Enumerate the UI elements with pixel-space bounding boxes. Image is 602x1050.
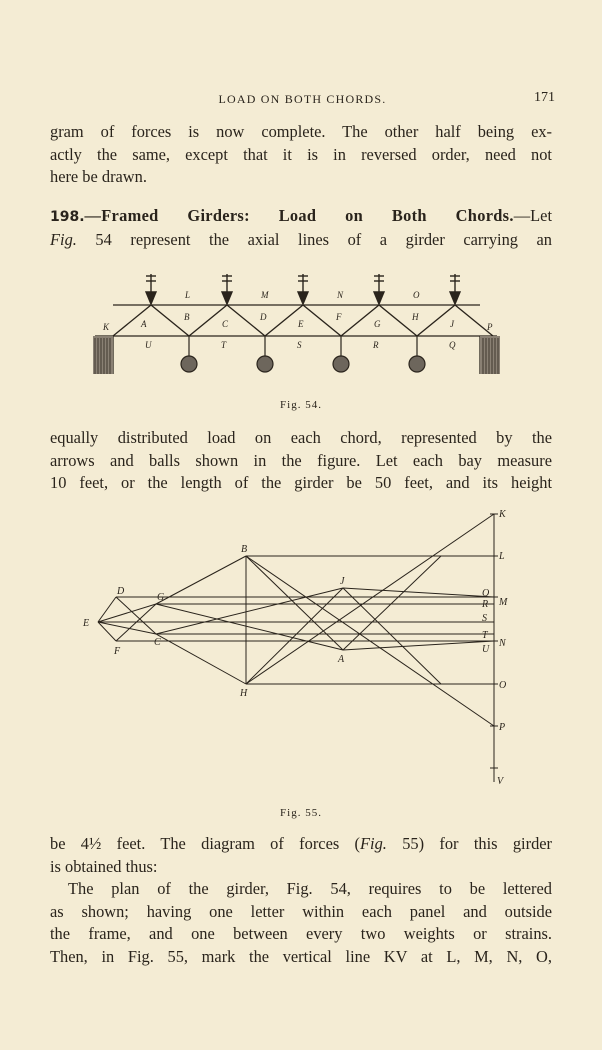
fig55-label: D [116,586,125,597]
paragraph-procedure: be 4½ feet. The diagram of forces (Fig. … [50,833,552,968]
text-span: be 4½ feet. The diagram of forces ( [50,834,361,853]
text-line: as shown; having one letter within each … [50,901,552,921]
fig55-force-diagram: K L Q M R S T N U O P V B D G E F C H J … [82,509,508,787]
fig55-label: F [113,646,121,657]
fig55-label: B [241,544,247,555]
fig54-label: Q [449,340,456,350]
load-ball [180,336,198,373]
fig55-label: V [497,776,505,787]
fig54-label: S [297,340,302,350]
fig54-label: U [145,340,152,350]
section-heading-line: 198.—Framed Girders: Load on Both Chords… [50,205,552,229]
text-line: Then, in Fig. 55, mark the vertical line… [50,946,552,966]
fig55-label: N [498,638,507,649]
fig54-caption: Fig. 54. [280,399,322,411]
fig55-label: P [498,722,505,733]
fig54-girder-diagram: L M N O K A B C D E F G H J P U T S R Q [93,274,500,374]
section-198-intro: 198.—Framed Girders: Load on Both Chords… [50,205,552,251]
fig54-label: C [222,319,229,329]
fig55-label: E [82,618,89,629]
load-line-ticks [490,513,498,769]
fig55-label: S [482,613,487,624]
fig54-label: O [413,290,420,300]
fig54-label: K [102,322,110,332]
fig54-label: H [411,312,419,322]
load-arrow [144,274,158,306]
text-line: gram of forces is now complete. The othe… [50,122,552,141]
fig55-caption: Fig. 55. [280,807,322,819]
paragraph-continuation: gram of forces is now complete. The othe… [50,121,552,189]
running-title: LOAD ON BOTH CHORDS. [218,92,387,106]
text-line: equally distributed load on each chord, … [50,428,552,447]
right-pier [480,336,500,374]
fig-ref: Fig. [50,229,77,249]
load-ball [408,336,426,373]
fig54-label: B [184,312,190,322]
bottom-load-balls [180,336,426,373]
text-line: is obtained thus: [50,856,158,876]
fig55-label: O [499,680,506,691]
paragraph-load: equally distributed load on each chord, … [50,427,552,495]
text-line: 10 feet, or the length of the girder be … [50,473,552,492]
text-span: 55) for this girder [386,834,552,853]
text-line: be 4½ feet. The diagram of forces (Fig. … [50,833,552,856]
text-line: here be drawn. [50,167,147,186]
text-line: actly the same, except that it is in rev… [50,144,552,164]
fig55-label: A [337,654,345,665]
load-arrow [448,274,462,306]
fig55-label: U [482,644,490,655]
top-load-arrows [144,274,462,306]
section-text: —Let [513,206,552,225]
page-number: 171 [534,90,555,105]
fig54-label: G [374,319,381,329]
text-line: Fig. 54 represent the axial lines of a g… [50,229,552,252]
fig54-label: E [297,319,304,329]
fig54-label: N [336,290,344,300]
text-line: The plan of the girder, Fig. 54, require… [68,879,552,898]
fig55-label: L [498,551,505,562]
text-span: 54 represent the axial lines of a girder… [76,229,552,249]
left-pier [93,336,113,374]
fig55-label: G [157,592,164,603]
fig54-label: R [372,340,379,350]
fig54-label: P [486,322,493,332]
load-arrow [220,274,234,306]
fig54-label: M [260,290,269,300]
fig55-label: M [498,597,508,608]
text-line: the frame, and one between every two wei… [50,924,552,943]
fig54-label: T [221,340,227,350]
load-arrow [372,274,386,306]
fig55-label: K [498,509,507,520]
fig55-label: C [154,637,161,648]
fig54-label: J [450,319,455,329]
fig55-label: T [482,630,489,641]
fig54-label: F [335,312,342,322]
fig-ref: Fig. [360,834,387,853]
section-number: 198. [50,209,85,225]
load-arrow [296,274,310,306]
load-ball [256,336,274,373]
text-line: arrows and balls shown in the figure. Le… [50,450,552,470]
fig55-label: Q [482,588,490,599]
load-ball [332,336,350,373]
fig55-label: H [239,688,248,699]
fig55-label: J [340,576,345,587]
fig54-label: A [140,319,147,329]
fig54-label: L [184,290,190,300]
section-title: —Framed Girders: Load on Both Chords. [84,206,514,225]
fig55-label: R [481,599,488,610]
running-header: LOAD ON BOTH CHORDS. 171 [50,90,555,110]
fig54-label: D [259,312,267,322]
